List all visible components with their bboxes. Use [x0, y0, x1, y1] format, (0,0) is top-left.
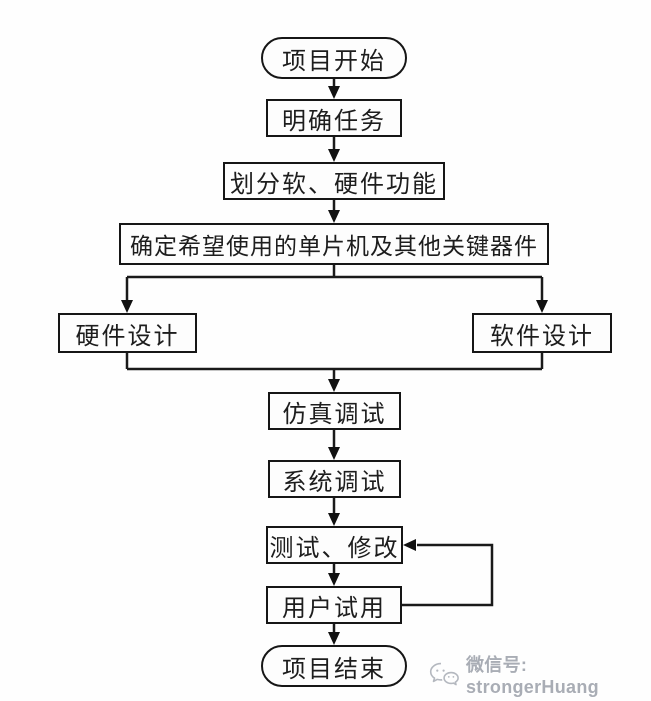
node-simulation-debug: 仿真调试: [268, 392, 401, 430]
node-project-end: 项目结束: [261, 645, 407, 687]
watermark-label: 微信号: strongerHuang: [466, 655, 599, 697]
edge-system-test: [328, 498, 340, 526]
edge-branch-split: [121, 265, 548, 313]
node-test-modify: 测试、修改: [266, 526, 403, 564]
node-clarify-task: 明确任务: [266, 99, 402, 137]
node-divide-functions: 划分软、硬件功能: [223, 162, 445, 200]
edge-divide-mcu: [328, 200, 340, 223]
node-software-design: 软件设计: [472, 313, 612, 353]
edge-trial-end: [328, 624, 340, 645]
wechat-icon: [429, 662, 459, 685]
edge-merge-join: [125, 353, 544, 392]
edge-clarify-divide: [328, 137, 340, 162]
edge-start-clarify: [328, 79, 340, 99]
edge-simulate-system: [328, 430, 340, 460]
node-system-debug: 系统调试: [268, 460, 401, 498]
edge-test-trial: [328, 564, 340, 586]
edge-feedback-trial-test: [402, 539, 494, 607]
node-select-mcu: 确定希望使用的单片机及其他关键器件: [119, 223, 549, 265]
node-project-start: 项目开始: [261, 37, 407, 79]
node-hardware-design: 硬件设计: [58, 313, 197, 353]
watermark: 微信号: strongerHuang: [429, 651, 651, 698]
node-user-trial: 用户试用: [266, 586, 402, 624]
